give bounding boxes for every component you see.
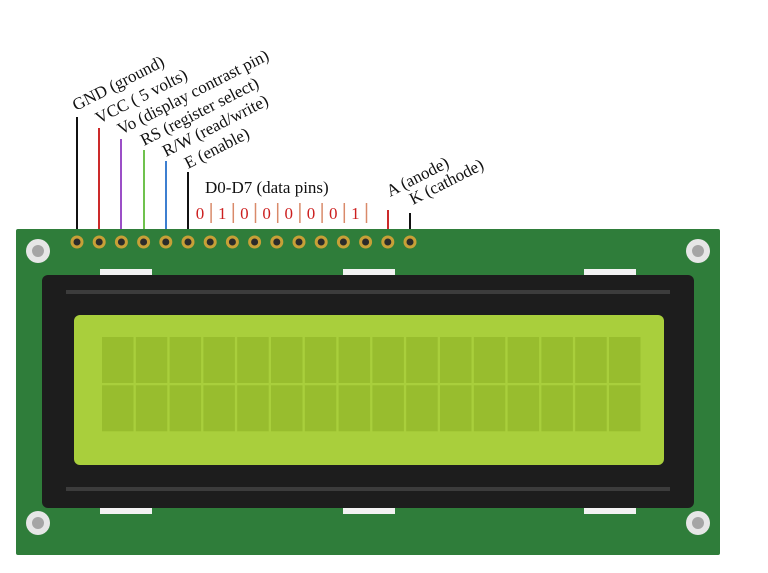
- bezel-tab: [343, 269, 395, 275]
- lcd-character-cell: [169, 385, 202, 432]
- pin-wires: [76, 117, 411, 229]
- lcd-character-cell: [304, 385, 337, 432]
- bezel-tab: [100, 269, 152, 275]
- header-pin: [381, 235, 395, 249]
- lcd-character-cell: [135, 385, 168, 432]
- lcd-character-cell: [609, 337, 641, 383]
- data-bit-d7: 1: [351, 204, 360, 223]
- data-bit-d6: 0: [329, 204, 338, 223]
- bezel-tab: [343, 508, 395, 514]
- lcd-character-cell: [440, 337, 472, 383]
- lcd-character-cell: [473, 337, 506, 383]
- lcd-character-cell: [203, 337, 235, 383]
- header-pin: [270, 235, 284, 249]
- data-bit-d2: 0: [240, 204, 249, 223]
- mounting-hole-top-left: [26, 239, 50, 263]
- data-bit-d3: 0: [262, 204, 271, 223]
- header-pin: [248, 235, 262, 249]
- header-pin: [359, 235, 373, 249]
- bezel-tab: [584, 508, 636, 514]
- lcd-character-cell: [541, 385, 573, 432]
- lcd-character-cell: [507, 337, 540, 383]
- lcd-character-cell: [237, 337, 269, 383]
- mounting-hole-bottom-left: [26, 511, 50, 535]
- header-pin: [225, 235, 239, 249]
- header-pin: [137, 235, 151, 249]
- header-pin: [70, 235, 84, 249]
- lcd-character-cell: [271, 385, 303, 432]
- bezel-tab: [100, 508, 152, 514]
- lcd-character-cell: [169, 337, 202, 383]
- header-pin: [203, 235, 217, 249]
- lcd-character-cell: [507, 385, 540, 432]
- lcd-character-cell: [541, 337, 573, 383]
- lcd-character-cell: [237, 385, 269, 432]
- pin-header: [70, 235, 417, 249]
- header-pin: [292, 235, 306, 249]
- lcd-character-cell: [609, 385, 641, 432]
- lcd-character-cell: [372, 337, 404, 383]
- header-pin: [181, 235, 195, 249]
- data-bit-d1: 1: [218, 204, 227, 223]
- lcd-character-cell: [575, 337, 607, 383]
- lcd-character-cell: [338, 337, 371, 383]
- data-pins-label: D0-D7 (data pins): [205, 178, 329, 197]
- header-pin: [336, 235, 350, 249]
- lcd-character-cell: [372, 385, 404, 432]
- header-pin: [314, 235, 328, 249]
- header-pin: [403, 235, 417, 249]
- mounting-hole-bottom-right: [686, 511, 710, 535]
- header-pin: [159, 235, 173, 249]
- lcd-character-cell: [406, 385, 438, 432]
- bezel-tab: [584, 269, 636, 275]
- lcd-character-cell: [102, 337, 134, 383]
- lcd-character-cell: [135, 337, 168, 383]
- lcd-character-cell: [406, 337, 438, 383]
- lcd-character-grid: [102, 337, 641, 432]
- lcd-character-cell: [304, 337, 337, 383]
- data-bit-d0: 0: [196, 204, 205, 223]
- data-bit-d4: 0: [285, 204, 294, 223]
- lcd-character-cell: [203, 385, 235, 432]
- header-pin: [114, 235, 128, 249]
- header-pin: [92, 235, 106, 249]
- bezel-tabs: [100, 269, 636, 514]
- pin-labels: GND (ground) VCC ( 5 volts) Vo (display …: [69, 46, 487, 209]
- lcd-character-cell: [271, 337, 303, 383]
- mounting-hole-top-right: [686, 239, 710, 263]
- lcd-screen: [74, 315, 664, 465]
- lcd-character-cell: [440, 385, 472, 432]
- lcd-character-cell: [473, 385, 506, 432]
- lcd-character-cell: [102, 385, 134, 432]
- lcd-character-cell: [575, 385, 607, 432]
- data-bit-d5: 0: [307, 204, 316, 223]
- lcd-character-cell: [338, 385, 371, 432]
